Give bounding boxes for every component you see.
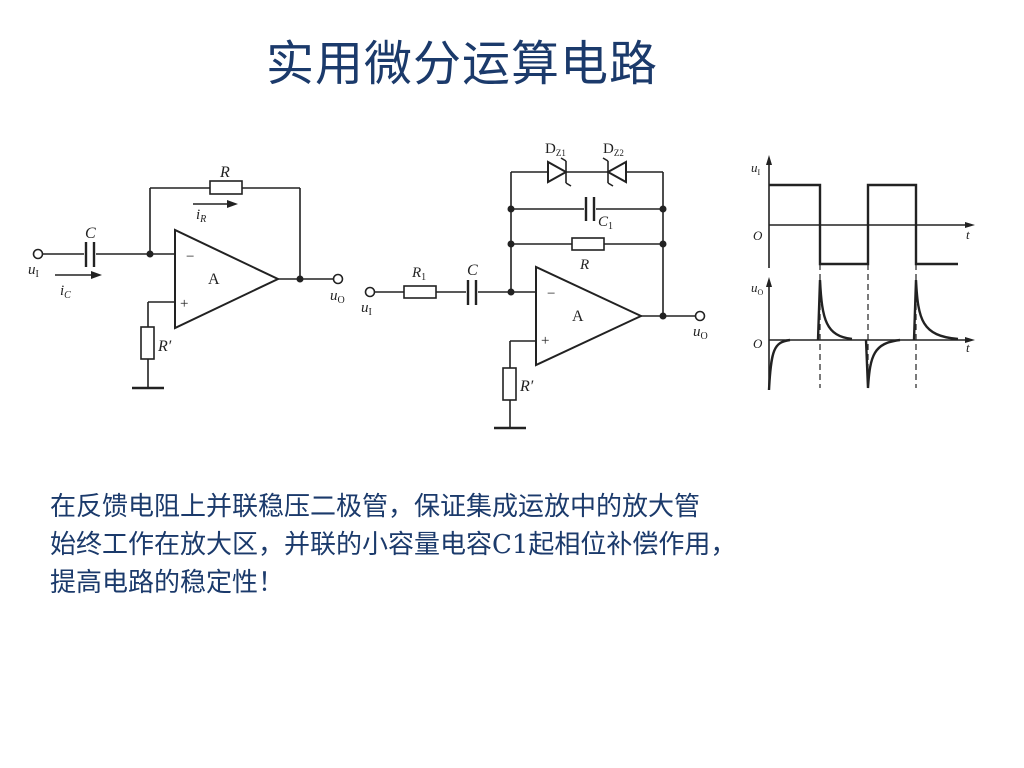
output-terminal: [332, 273, 344, 285]
output-spike: [767, 338, 791, 391]
junction-dot: [659, 240, 667, 248]
label-c: C: [85, 225, 96, 242]
input-terminal: [32, 248, 44, 260]
junction-dot: [146, 250, 154, 258]
output-spike: [864, 338, 901, 389]
label-origin-top: O: [753, 228, 763, 243]
junction-dot: [507, 205, 515, 213]
label-r: R: [579, 257, 589, 273]
label-r-prime: R′: [519, 378, 534, 395]
capacitor-c: [466, 280, 478, 305]
label-origin-bottom: O: [753, 336, 763, 351]
label-uo-axis: uO: [751, 280, 764, 297]
op-amp-label: A: [208, 271, 220, 288]
current-ic-arrow: [55, 271, 102, 279]
input-square-wave: [769, 183, 958, 266]
capacitor-c: [84, 242, 96, 267]
output-terminal: [694, 310, 706, 322]
label-dz2: DZ2: [603, 141, 624, 158]
label-c1: C1: [598, 214, 613, 232]
capacitor-c1: [584, 197, 596, 221]
practical-differentiator-circuit: − + A DZ1 DZ2 C1 R R1 C uI uO R′: [361, 141, 708, 430]
label-c: C: [467, 262, 478, 279]
label-dz1: DZ1: [545, 141, 566, 158]
label-ui: uI: [361, 300, 372, 318]
plus-sign: +: [180, 296, 188, 312]
label-ir: iR: [196, 207, 206, 225]
output-spike: [816, 279, 853, 341]
basic-differentiator-circuit: − + A C R iR iC uI uO R′: [28, 164, 345, 390]
output-spike: [912, 279, 959, 341]
label-uo: uO: [330, 288, 345, 306]
op-amp-label: A: [572, 308, 584, 325]
resistor-r: [571, 237, 605, 251]
input-terminal: [364, 286, 376, 298]
caption-line-1: 在反馈电阻上并联稳压二极管，保证集成运放中的放大管: [50, 492, 701, 522]
label-time-top: t: [966, 227, 970, 242]
junction-dot: [507, 240, 515, 248]
resistor-r: [209, 180, 243, 195]
plus-sign: +: [541, 333, 549, 349]
minus-sign: −: [186, 249, 194, 265]
op-amp-a: [174, 228, 281, 330]
op-amp-a: [535, 265, 644, 367]
label-r1: R1: [411, 265, 426, 283]
label-r: R: [219, 164, 230, 181]
junction-dot: [659, 205, 667, 213]
minus-sign: −: [547, 286, 555, 302]
label-ui-axis: uI: [751, 160, 761, 177]
label-ui: uI: [28, 262, 39, 280]
resistor-r-prime: [140, 326, 155, 360]
zener-diode-dz2: [602, 157, 627, 187]
waveform-plot: uI O t uO O t: [751, 155, 975, 391]
resistor-r1: [403, 285, 437, 299]
label-time-bottom: t: [966, 340, 970, 355]
caption-line-2: 始终工作在放大区，并联的小容量电容C1起相位补偿作用，: [50, 530, 737, 560]
label-ic: iC: [60, 283, 71, 301]
resistor-r-prime: [502, 367, 517, 401]
label-uo: uO: [693, 324, 708, 342]
label-r-prime: R′: [157, 338, 172, 355]
junction-dot: [507, 288, 515, 296]
page-title: 实用微分运算电路: [265, 36, 658, 92]
current-ir-arrow: [193, 200, 238, 208]
caption-line-3: 提高电路的稳定性！: [50, 568, 285, 598]
caption-text: 在反馈电阻上并联稳压二极管，保证集成运放中的放大管 始终工作在放大区，并联的小容…: [50, 488, 950, 602]
